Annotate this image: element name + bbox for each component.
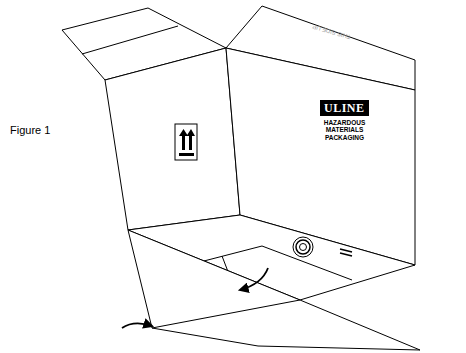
fold-arrow <box>122 323 152 328</box>
front-flap <box>128 230 420 350</box>
left-wall <box>105 48 240 230</box>
figure-caption: Figure 1 <box>10 124 50 137</box>
flap-crease <box>152 300 300 328</box>
flap-crease <box>82 26 178 54</box>
un-seal <box>293 237 313 257</box>
brand-subtitle: HAZARDOUS MATERIALS PACKAGING <box>314 119 376 141</box>
small-mark <box>340 249 352 256</box>
brand-name: ULINE <box>324 101 365 115</box>
brand-logo-box: ULINE <box>320 100 369 116</box>
fold-arrow <box>240 268 268 290</box>
this-way-up-symbol <box>175 124 197 160</box>
